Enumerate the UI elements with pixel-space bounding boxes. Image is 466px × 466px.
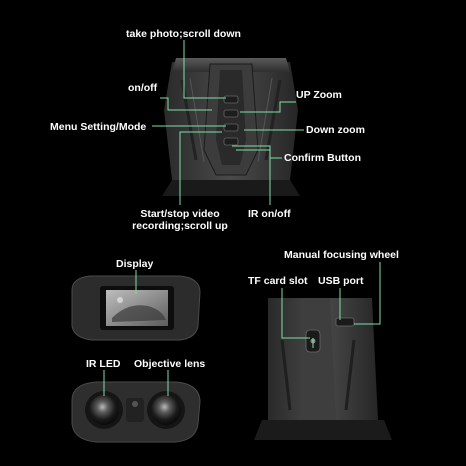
label-ir-led: IR LED	[86, 358, 121, 370]
label-start-stop-line2: recording;scroll up	[132, 220, 228, 232]
label-focus-wheel: Manual focusing wheel	[284, 249, 399, 261]
label-start-stop: Start/stop video recording;scroll up	[128, 208, 232, 232]
label-tf-card: TF card slot	[248, 275, 308, 287]
label-start-stop-line1: Start/stop video	[140, 208, 220, 220]
label-usb-port: USB port	[318, 275, 364, 287]
objective-lens-right	[151, 395, 181, 425]
top-device	[162, 58, 300, 196]
label-display: Display	[116, 258, 154, 270]
front-lens-device	[71, 381, 201, 443]
lens-callouts	[103, 370, 169, 396]
objective-lens-left	[89, 395, 119, 425]
label-on-off: on/off	[128, 82, 158, 94]
label-objective-lens: Objective lens	[134, 358, 206, 370]
top-callout-lines	[152, 40, 304, 205]
label-menu-setting: Menu Setting/Mode	[50, 121, 147, 133]
side-callouts	[281, 262, 381, 348]
ir-led	[132, 401, 138, 407]
side-device	[254, 298, 392, 440]
front-screen-device	[71, 275, 201, 341]
label-up-zoom: UP Zoom	[296, 89, 342, 101]
usb-port	[335, 317, 355, 327]
label-down-zoom: Down zoom	[306, 124, 365, 136]
label-confirm-button: Confirm Button	[284, 152, 361, 164]
label-ir-on-off: IR on/off	[248, 208, 291, 220]
label-take-photo: take photo;scroll down	[126, 28, 241, 40]
